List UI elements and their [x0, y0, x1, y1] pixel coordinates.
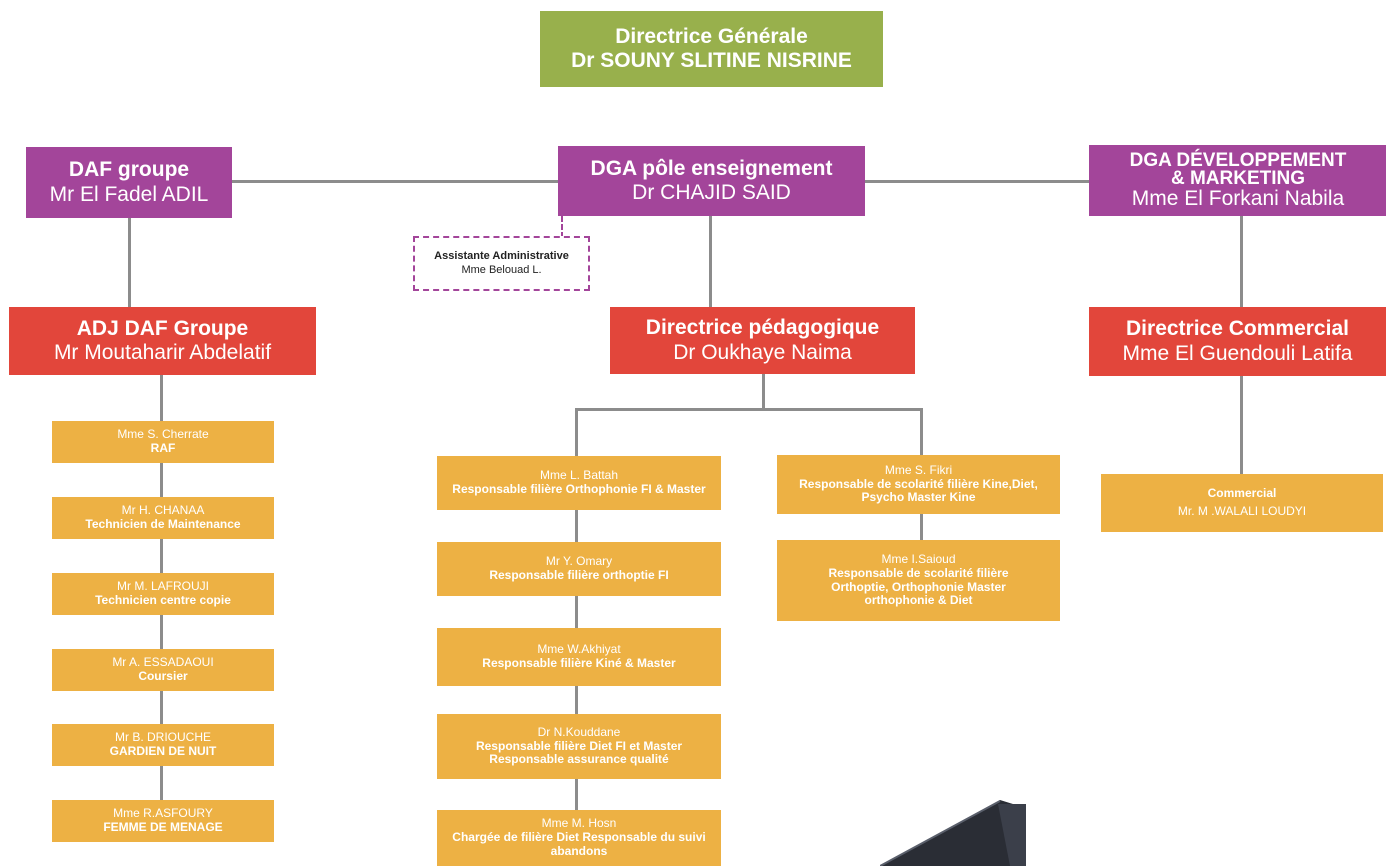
directrice-pedagogique-title: Directrice pédagogique [645, 316, 880, 340]
director-general-title: Directrice Générale [615, 24, 808, 48]
daf-staff-box: Mr B. DRIOUCHE GARDIEN DE NUIT [52, 724, 274, 766]
scolarite-staff-role: Responsable de scolarité filière Kine,Di… [799, 476, 1038, 505]
daf-staff-role: Coursier [138, 669, 188, 683]
scolarite-staff-role: Responsable de scolarité filière Orthopt… [828, 565, 1009, 608]
pedagogique-staff-box: Mr Y. Omary Responsable filière orthopti… [437, 542, 721, 596]
daf-groupe-title: DAF groupe [68, 158, 190, 182]
daf-staff-name: Mme R.ASFOURY [113, 806, 213, 821]
pedagogique-staff-name: Mme W.Akhiyat [537, 642, 621, 657]
daf-staff-name: Mr H. CHANAA [121, 503, 205, 518]
director-general-name: Dr SOUNY SLITINE NISRINE [571, 49, 852, 72]
daf-staff-box: Mr H. CHANAA Technicien de Maintenance [52, 497, 274, 539]
pedagogique-staff-role: Responsable filière Kiné & Master [482, 656, 676, 670]
pedagogique-staff-name: Dr N.Kouddane [537, 724, 621, 739]
adj-daf-box: ADJ DAF Groupe Mr Moutaharir Abdelatif [9, 307, 316, 375]
assistant-box: Assistante Administrative Mme Belouad L. [413, 236, 590, 291]
directrice-commercial-box: Directrice Commercial Mme El Guendouli L… [1089, 307, 1386, 376]
pedagogique-staff-name: Mr Y. Omary [545, 554, 613, 569]
pedagogique-staff-box: Mme L. Battah Responsable filière Orthop… [437, 456, 721, 510]
connector-dga-peda [709, 216, 712, 307]
daf-staff-role: Technicien centre copie [95, 593, 231, 607]
commercial-box: Commercial Mr. M .WALALI LOUDYI [1101, 474, 1383, 532]
pedagogique-staff-name: Mme M. Hosn [541, 816, 617, 831]
daf-staff-role: Technicien de Maintenance [85, 517, 241, 531]
dga-developpement-title-line2: & MARKETING [1170, 168, 1306, 189]
dga-enseignement-box: DGA pôle enseignement Dr CHAJID SAID [558, 146, 865, 216]
building-photo-edge [880, 800, 1026, 866]
connector-daf-dga [231, 180, 558, 183]
daf-staff-box: Mr A. ESSADAOUI Coursier [52, 649, 274, 691]
directrice-commercial-name: Mme El Guendouli Latifa [1122, 341, 1353, 365]
daf-staff-name: Mr M. LAFROUJI [117, 579, 209, 594]
dga-developpement-box: DGA DÉVELOPPEMENT & MARKETING Mme El For… [1089, 145, 1386, 216]
scolarite-staff-name: Mme I.Saioud [881, 551, 956, 566]
pedagogique-staff-name: Mme L. Battah [539, 468, 619, 483]
daf-staff-role: GARDIEN DE NUIT [109, 744, 217, 758]
commercial-name: Mr. M .WALALI LOUDYI [1177, 504, 1307, 518]
director-general-box: Directrice Générale Dr SOUNY SLITINE NIS… [540, 11, 883, 87]
dga-enseignement-title: DGA pôle enseignement [590, 156, 833, 180]
daf-staff-box: Mme S. Cherrate RAF [52, 421, 274, 463]
scolarite-staff-box: Mme I.Saioud Responsable de scolarité fi… [777, 540, 1060, 621]
connector-dev-com [1240, 216, 1243, 307]
assistant-title: Assistante Administrative [434, 250, 569, 263]
assistant-name: Mme Belouad L. [461, 263, 542, 276]
connector-daf-adj [128, 218, 131, 307]
pedagogique-staff-box: Mme W.Akhiyat Responsable filière Kiné &… [437, 628, 721, 686]
adj-daf-title: ADJ DAF Groupe [76, 316, 249, 340]
connector-assistant-dashed [561, 216, 563, 238]
pedagogique-staff-role: Chargée de filière Diet Responsable du s… [452, 830, 706, 858]
daf-staff-name: Mme S. Cherrate [117, 427, 209, 442]
dga-developpement-name: Mme El Forkani Nabila [1131, 187, 1345, 211]
daf-staff-box: Mr M. LAFROUJI Technicien centre copie [52, 573, 274, 615]
connector-peda-horizontal [575, 408, 923, 411]
dga-enseignement-name: Dr CHAJID SAID [632, 181, 791, 204]
adj-daf-name: Mr Moutaharir Abdelatif [53, 341, 272, 364]
scolarite-staff-name: Mme S. Fikri [884, 462, 953, 477]
connector-peda-left-drop [575, 408, 578, 843]
pedagogique-staff-role: Responsable filière Diet FI et Master [475, 738, 683, 753]
pedagogique-staff-box: Mme M. Hosn Chargée de filière Diet Resp… [437, 810, 721, 866]
connector-peda-down [762, 374, 765, 409]
directrice-commercial-title: Directrice Commercial [1126, 317, 1349, 341]
daf-staff-box: Mme R.ASFOURY FEMME DE MENAGE [52, 800, 274, 842]
connector-com-down [1240, 376, 1243, 474]
daf-staff-role: FEMME DE MENAGE [103, 820, 223, 834]
daf-staff-name: Mr B. DRIOUCHE [115, 730, 211, 745]
pedagogique-staff-box: Dr N.Kouddane Responsable filière Diet F… [437, 714, 721, 779]
daf-staff-name: Mr A. ESSADAOUI [112, 655, 214, 670]
daf-groupe-box: DAF groupe Mr El Fadel ADIL [26, 147, 232, 218]
scolarite-staff-box: Mme S. Fikri Responsable de scolarité fi… [777, 455, 1060, 514]
connector-dga-dev [864, 180, 1089, 183]
commercial-role: Commercial [1207, 486, 1277, 501]
daf-staff-role: RAF [150, 441, 176, 455]
pedagogique-staff-role: Responsable filière orthoptie FI [489, 568, 669, 582]
pedagogique-staff-role: Responsable filière Orthophonie FI & Mas… [452, 482, 706, 496]
dga-developpement-title-line1: DGA DÉVELOPPEMENT [1129, 149, 1347, 171]
directrice-pedagogique-box: Directrice pédagogique Dr Oukhaye Naima [610, 307, 915, 374]
directrice-pedagogique-name: Dr Oukhaye Naima [673, 340, 852, 364]
daf-groupe-name: Mr El Fadel ADIL [49, 182, 209, 206]
pedagogique-staff-role2: Responsable assurance qualité [489, 752, 669, 767]
